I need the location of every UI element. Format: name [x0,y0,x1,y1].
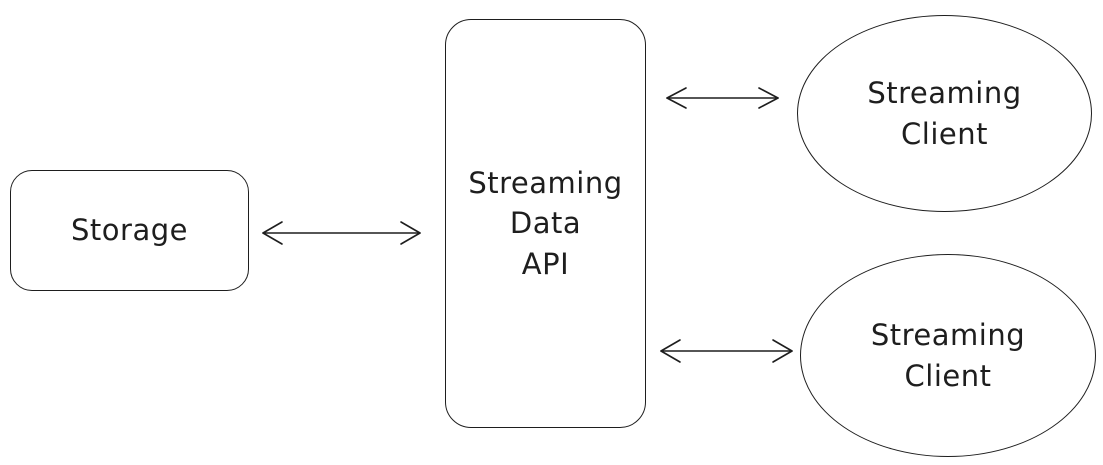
arrow-storage-api [262,221,421,245]
streaming-client-label-bottom: Streaming Client [870,317,1026,393]
streaming-data-api-node: Streaming Data API [445,19,646,428]
arrow-api-client-bottom [660,339,793,363]
storage-node: Storage [10,170,249,291]
storage-label: Storage [71,213,188,248]
streaming-client-node-bottom: Streaming Client [800,254,1096,457]
streaming-client-node-top: Streaming Client [797,15,1092,212]
arrow-api-client-top [666,87,779,109]
streaming-client-label-top: Streaming Client [867,75,1022,151]
streaming-data-api-label: Streaming Data API [468,165,623,281]
